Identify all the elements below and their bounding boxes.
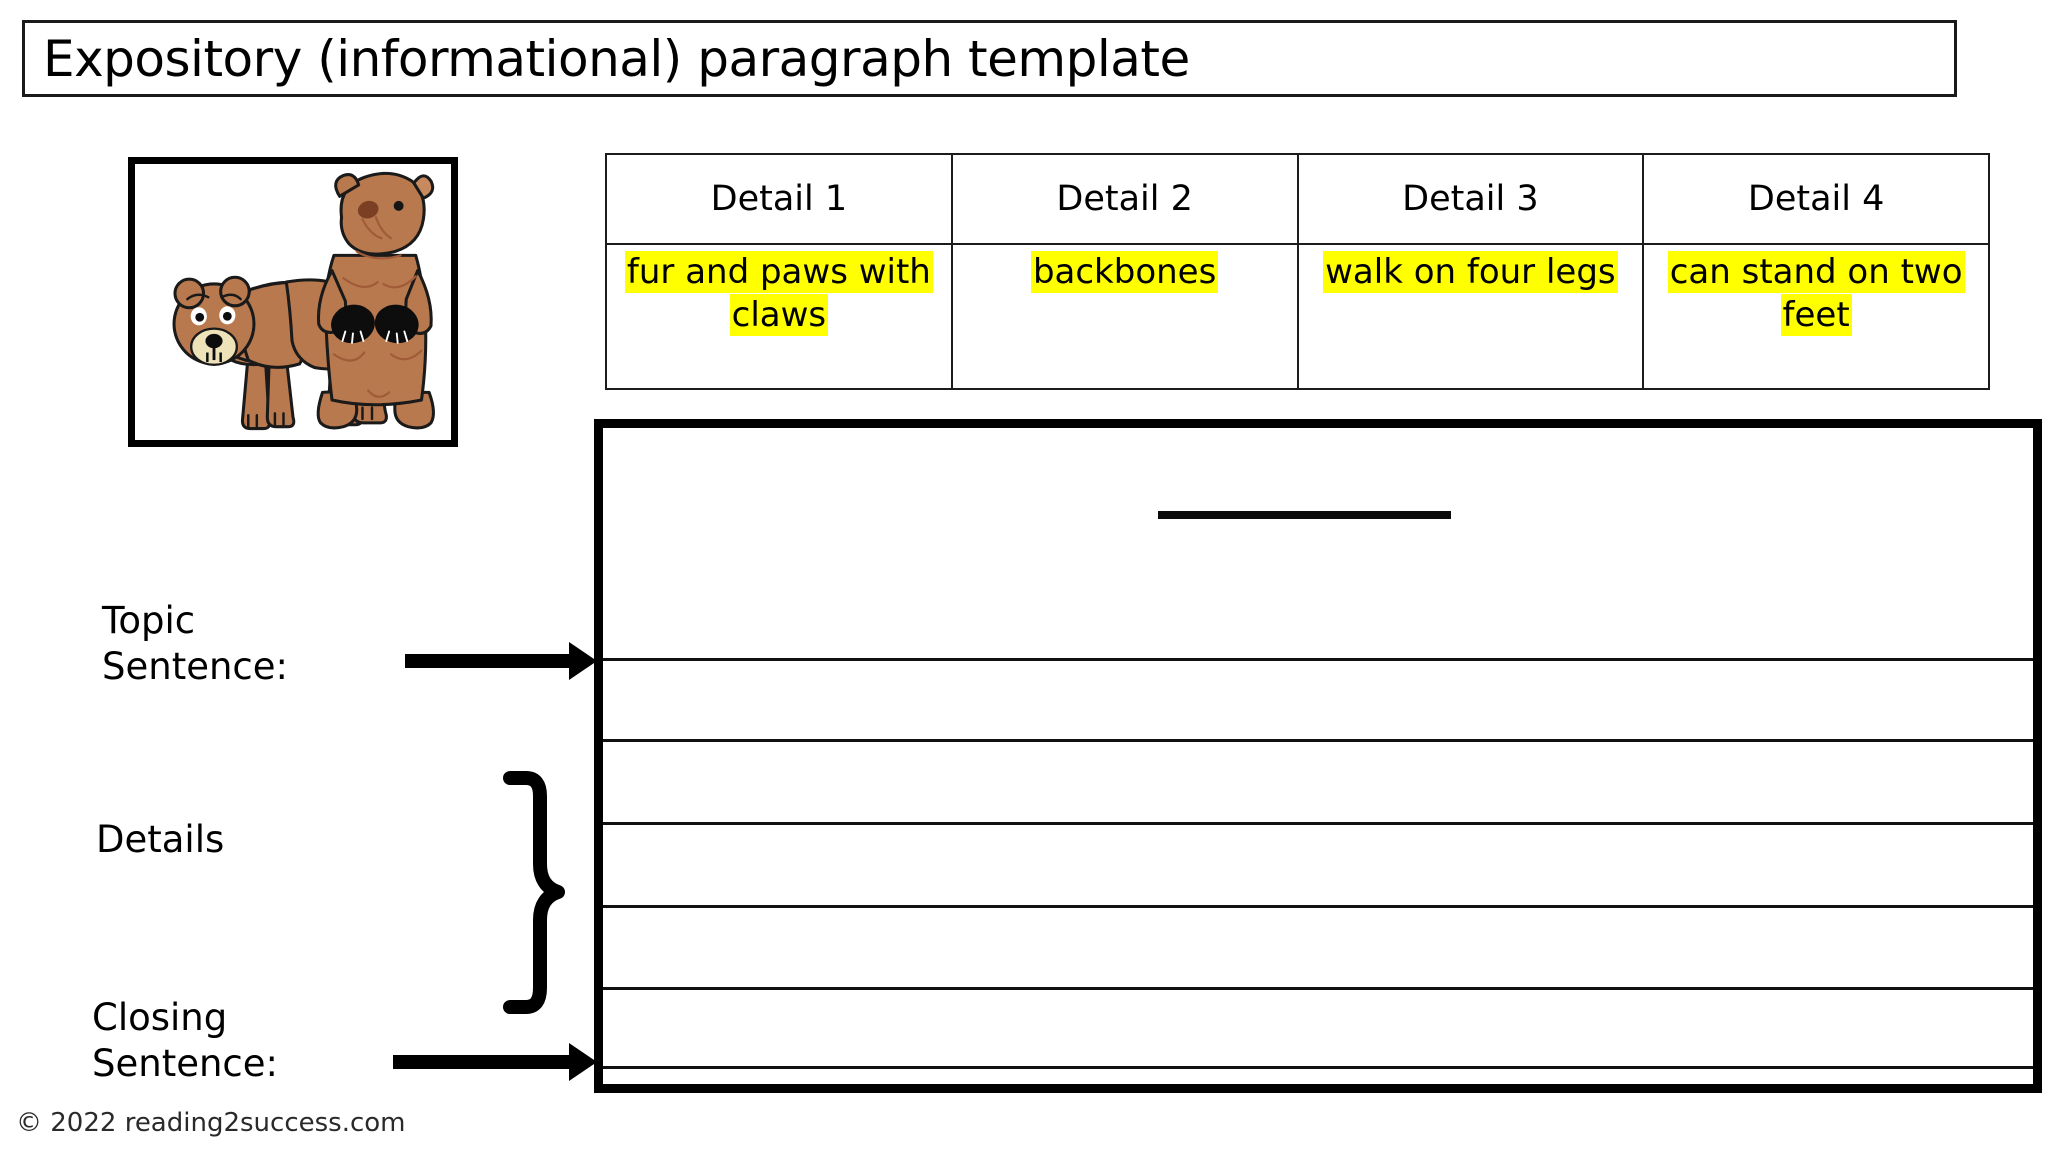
arrow-topic-sentence-icon [405, 642, 597, 680]
arrow-head [569, 1043, 597, 1081]
page-title-box: Expository (informational) paragraph tem… [22, 20, 1957, 97]
detail-4-header: Detail 4 [1747, 178, 1885, 219]
page-title: Expository (informational) paragraph tem… [43, 29, 1190, 88]
table-header-row: Detail 1 Detail 2 Detail 3 Detail 4 [605, 153, 1990, 245]
writing-line-4[interactable] [603, 905, 2033, 908]
label-details: Details [96, 818, 225, 861]
detail-4-value: can stand on two feet [1667, 251, 1965, 336]
paragraph-writing-box[interactable] [594, 419, 2042, 1093]
writing-line-3[interactable] [603, 822, 2033, 825]
detail-2-value: backbones [1030, 251, 1219, 293]
detail-3-value: walk on four legs [1323, 251, 1618, 293]
arrow-shaft [393, 1055, 573, 1069]
details-table: Detail 1 Detail 2 Detail 3 Detail 4 fur … [605, 153, 1990, 390]
title-blank-line[interactable] [1158, 511, 1451, 519]
label-closing-sentence: Closing Sentence: [92, 996, 278, 1086]
table-header-cell-2: Detail 2 [950, 153, 1299, 245]
detail-2-header: Detail 2 [1056, 178, 1193, 219]
arrow-head [569, 642, 597, 680]
table-header-cell-3: Detail 3 [1296, 153, 1645, 245]
table-value-cell-1[interactable]: fur and paws with claws [605, 243, 953, 390]
arrow-shaft [405, 654, 573, 668]
writing-line-1[interactable] [603, 658, 2033, 661]
table-value-cell-4[interactable]: can stand on two feet [1642, 243, 1990, 390]
two-bears-icon [135, 164, 451, 440]
bears-illustration-frame [128, 157, 458, 447]
table-header-cell-1: Detail 1 [605, 153, 953, 245]
writing-line-5[interactable] [603, 987, 2033, 990]
table-value-cell-2[interactable]: backbones [950, 243, 1299, 390]
details-brace-icon [496, 770, 566, 1015]
writing-line-6[interactable] [603, 1066, 2033, 1069]
table-value-cell-3[interactable]: walk on four legs [1296, 243, 1645, 390]
table-header-cell-4: Detail 4 [1642, 153, 1990, 245]
arrow-closing-sentence-icon [393, 1043, 597, 1081]
detail-3-header: Detail 3 [1402, 178, 1539, 219]
right-curly-brace-icon [503, 771, 565, 1014]
detail-1-value: fur and paws with claws [624, 251, 933, 336]
copyright-notice: © 2022 reading2success.com [16, 1108, 406, 1138]
table-value-row: fur and paws with claws backbones walk o… [605, 243, 1990, 390]
label-topic-sentence: Topic Sentence: [102, 599, 288, 689]
writing-line-2[interactable] [603, 739, 2033, 742]
detail-1-header: Detail 1 [710, 178, 848, 219]
